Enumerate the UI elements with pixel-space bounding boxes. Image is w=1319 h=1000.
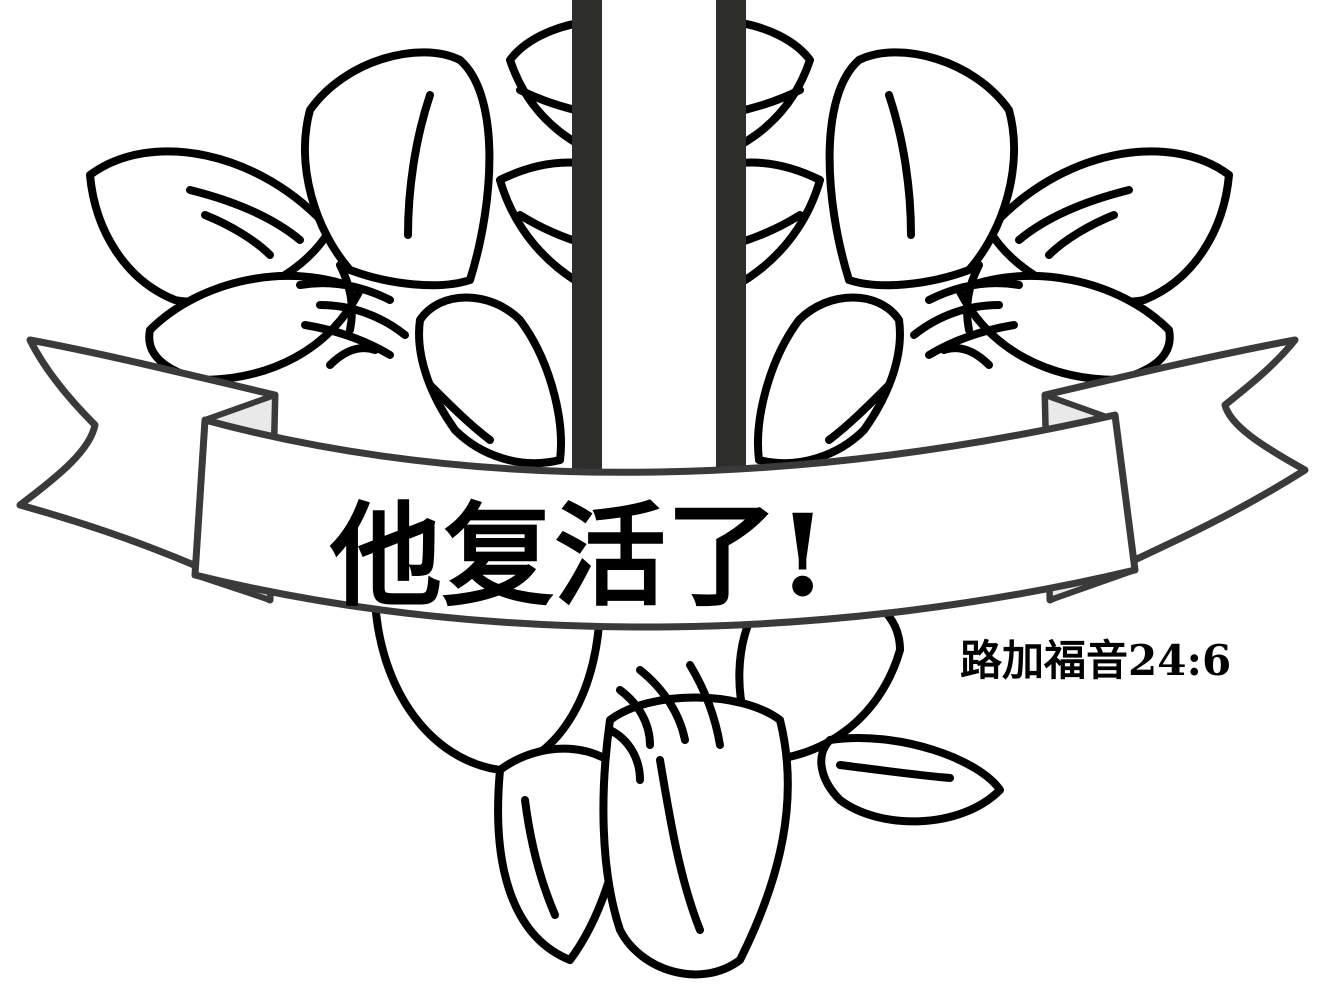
banner: 他复活了! [16, 336, 1309, 631]
left-lily [86, 48, 565, 468]
cross [572, 0, 746, 480]
cross-right-edge [716, 0, 746, 480]
scripture-reference: 路加福音24:6 [960, 636, 1231, 685]
banner-main [191, 411, 1139, 631]
right-lily [754, 48, 1233, 468]
cross-left-edge [572, 0, 602, 480]
bottom-lily [371, 566, 1004, 979]
banner-title: 他复活了! [329, 491, 827, 622]
